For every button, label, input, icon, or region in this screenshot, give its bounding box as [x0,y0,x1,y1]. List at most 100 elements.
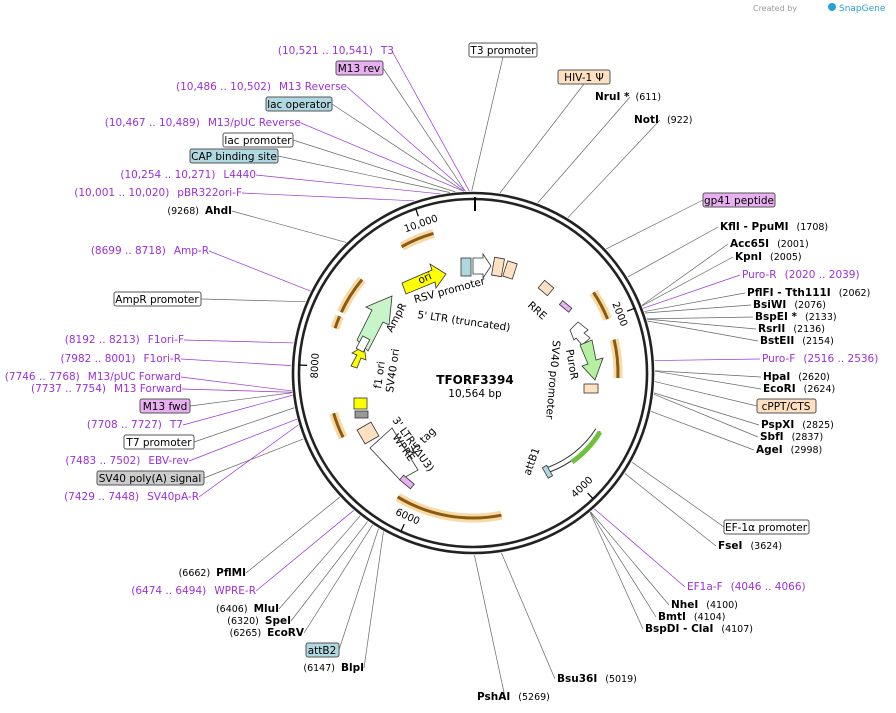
primer-leader-line [198,424,299,498]
enzyme-fsei[interactable]: FseI(3624) [718,540,782,552]
enzyme-ecori-name: EcoRI [763,383,796,395]
enzyme-spei[interactable]: (6320)SpeI [227,615,291,627]
box-gp41[interactable]: gp41 peptide [702,192,776,208]
primer-f1orir-range: (7982 .. 8001) [61,353,136,365]
enzyme-nrui[interactable]: NruI *(611) [595,91,661,103]
enzyme-leader-line [331,103,465,192]
enzyme-ahdi[interactable]: (9268)AhdI [167,205,232,217]
feature-ef1a-arrow[interactable]: attB1 [522,428,603,479]
box-lac-promoter[interactable]: lac promoter [222,132,294,148]
primer-l4440[interactable]: (10,254 .. 10,271)L4440 [120,169,256,181]
primer-pbr322ori-f[interactable]: (10,001 .. 10,020)pBR322ori-F [74,187,242,199]
primer-ebv-rev[interactable]: (7483 .. 7502)EBV-rev [65,455,189,467]
enzyme-bspei[interactable]: BspEI *(2133) [755,311,837,323]
svg-text:(7483 .. 7502)EBV-rev: (7483 .. 7502)EBV-rev [65,455,189,467]
primer-f1ori-f[interactable]: (8192 .. 8213)F1ori-F [65,334,184,346]
enzyme-leader-line [590,511,670,606]
box-cppt-label: cPPT/CTS [762,401,811,413]
svg-text:(10,467 .. 10,489)M13/pUC Reve: (10,467 .. 10,489)M13/pUC Reverse [105,117,301,129]
enzyme-bmti[interactable]: BmtI (4104) [658,611,725,623]
enzyme-pflmi[interactable]: (6662)PflMI [179,567,246,579]
box-ampr-promoter[interactable]: AmpR promoter [113,291,202,307]
enzyme-leader-line [650,411,755,451]
enzyme-bsiwi[interactable]: BsiWI(2076) [753,299,826,311]
feature-ltr5[interactable]: RSV promoter 5' LTR (truncated) [413,252,518,334]
primer-leader-line [255,510,354,592]
box-m13-rev[interactable]: M13 rev [335,60,384,76]
enzyme-bsteii[interactable]: BstEII(2154) [760,335,834,347]
enzyme-ecori[interactable]: EcoRI(2624) [763,383,835,395]
enzyme-nhei[interactable]: NheI(4100) [671,599,738,611]
enzyme-hpai[interactable]: HpaI(2620) [763,371,830,383]
f1ori-label: f1 ori [372,361,388,390]
enzyme-pflfi[interactable]: PflFI - Tth111I(2062) [747,287,870,299]
primer-t3[interactable]: (10,521 .. 10,541)T3 [278,45,394,57]
primer-puro-r[interactable]: Puro-R(2020 .. 2039) [742,269,860,281]
feature-rre[interactable]: RRE [525,279,573,322]
primer-ef1a-f[interactable]: EF1a-F(4046 .. 4066) [687,581,806,593]
enzyme-bmti-pos: (4104) [694,612,726,623]
enzyme-noti-pos: (922) [667,115,693,126]
enzyme-leader-line [654,370,762,390]
box-attb2[interactable]: attB2 [305,642,340,658]
enzyme-pspxi[interactable]: PspXI(2825) [761,419,834,431]
box-m13-fwd[interactable]: M13 fwd [139,398,191,414]
primer-m13-reverse[interactable]: (10,486 .. 10,502)M13 Reverse [176,81,347,93]
box-cppt-cts[interactable]: cPPT/CTS [756,398,817,414]
enzyme-kpni[interactable]: KpnI(2005) [735,251,802,263]
primer-wpre-r[interactable]: (6474 .. 6494)WPRE-R [131,585,256,597]
primer-puro-f[interactable]: Puro-F(2516 .. 2536) [762,353,878,365]
enzyme-rsrii[interactable]: RsrII(2136) [758,323,825,335]
svg-text:BmtI(4104): BmtI (4104) [658,611,725,623]
enzyme-kfli[interactable]: KflI - PpuMI(1708) [720,221,828,233]
sv40-promoter-label: SV40 promoter [543,340,562,421]
box-lac-operator[interactable]: lac operator [265,96,333,112]
enzyme-fsei-pos: (3624) [750,541,782,552]
feature-puror[interactable]: PuroR SV40 promoter [543,321,604,421]
primer-leader-line [654,358,761,361]
primer-sv40pa-r[interactable]: (7429 .. 7448)SV40pA-R [64,491,199,503]
enzyme-ecorv-name: EcoRV [267,627,305,639]
enzyme-leader-line [646,318,757,330]
enzyme-ecorv[interactable]: (6265)EcoRV [230,627,305,639]
primer-m13-puc-reverse[interactable]: (10,467 .. 10,489)M13/pUC Reverse [105,117,301,129]
feature-ori[interactable]: ori [401,263,447,295]
enzyme-pflmi-name: PflMI [216,567,246,579]
box-ef1a-promoter[interactable]: EF-1α promoter [723,519,810,535]
enzyme-bmti-name: BmtI [658,611,686,623]
leader-lines [180,50,762,698]
primer-m13-forward[interactable]: (7737 .. 7754)M13 Forward [31,383,182,395]
box-sv40-polya[interactable]: SV40 poly(A) signal [96,470,205,486]
svg-text:FseI(3624): FseI(3624) [718,540,782,552]
svg-text:BstEII(2154): BstEII(2154) [760,335,834,347]
enzyme-sbfi[interactable]: SbfI(2837) [760,431,823,443]
svg-text:(6406)MluI: (6406)MluI [216,603,279,615]
enzyme-agei[interactable]: AgeI(2998) [756,444,822,456]
feature-f1-ori[interactable]: f1 ori SV40 ori [350,335,402,393]
enzyme-pshai[interactable]: PshAI(5269) [477,691,550,703]
orf-arc [332,412,345,439]
box-t7-promoter[interactable]: T7 promoter [123,434,195,450]
enzyme-bspdi-pos: (4107) [721,624,753,635]
enzyme-leader-line [290,521,368,622]
feature-ltr3[interactable]: 3' LTR (ΔU3) WPRE V5 tag [353,397,438,490]
enzyme-acc65i[interactable]: Acc65I(2001) [730,238,809,250]
enzyme-noti[interactable]: NotI(922) [634,114,692,126]
enzyme-blpi[interactable]: (6147)BlpI [303,662,364,674]
primer-m13-puc-forward[interactable]: (7746 .. 7768)M13/pUC Forward [5,371,181,383]
primer-t7[interactable]: (7708 .. 7727)T7 [87,419,183,431]
box-t3-promoter[interactable]: T3 promoter [468,42,538,58]
primer-amp-r[interactable]: (8699 .. 8718)Amp-R [91,245,209,257]
enzyme-nhei-pos: (4100) [706,600,738,611]
enzyme-bsu36i[interactable]: Bsu36I(5019) [557,673,637,685]
svg-text:(7708 .. 7727)T7: (7708 .. 7727)T7 [87,419,183,431]
box-hiv1-psi[interactable]: HIV-1 Ψ [557,69,611,85]
enzyme-bspei-pos: (2133) [805,312,837,323]
box-cap-binding-site[interactable]: CAP binding site [189,148,279,164]
enzyme-leader-line [653,392,760,426]
enzyme-bspdi[interactable]: BspDI - ClaI(4107) [645,623,753,635]
primer-f1ori-r[interactable]: (7982 .. 8001)F1ori-R [61,353,181,365]
enzyme-leader-line [589,512,644,630]
enzyme-mlui[interactable]: (6406)MluI [216,603,279,615]
enzyme-ppumi-name: PpuMI [752,221,789,233]
